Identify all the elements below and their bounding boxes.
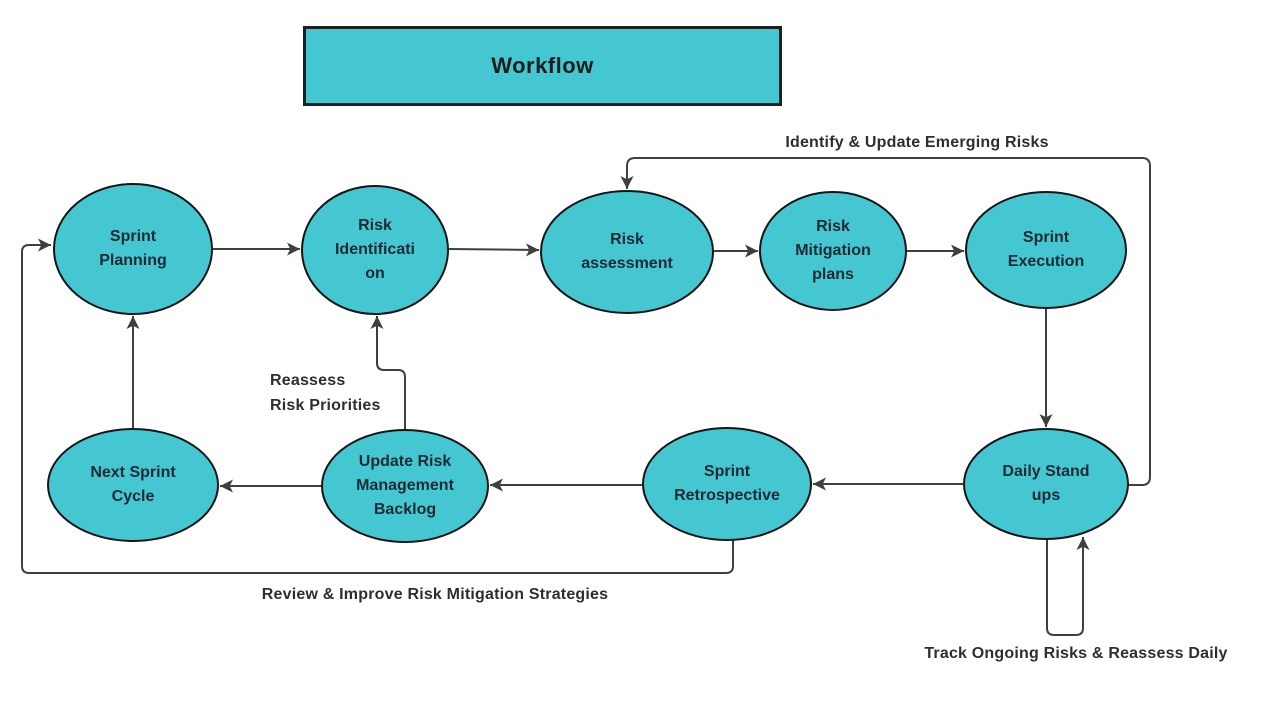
node-risk-identification — [301, 185, 449, 315]
workflow-title-box: Workflow — [303, 26, 782, 106]
workflow-title: Workflow — [491, 53, 594, 78]
edge-label-track-ongoing-risks: Track Ongoing Risks & Reassess Daily — [924, 645, 1228, 662]
node-update-risk-management-backlog — [321, 429, 489, 543]
edge-reassess-risk-priorities — [370, 316, 406, 429]
edge-label-reassess-risk-priorities: Reassess Risk Priorities — [270, 372, 381, 414]
node-risk-mitigation-plans — [759, 191, 907, 311]
edge-risk-identification-to-risk-assessment — [448, 243, 540, 257]
edge-label-review-improve-risk-mitigation: Review & Improve Risk Mitigation Strateg… — [261, 586, 609, 603]
node-sprint-planning — [53, 183, 213, 315]
edge-review-improve-risk-mitigation — [21, 238, 734, 574]
node-sprint-retrospective — [642, 427, 812, 541]
node-next-sprint-cycle — [47, 428, 219, 542]
node-sprint-execution — [965, 191, 1127, 309]
edge-label-identify-update-emerging-risks: Identify & Update Emerging Risks — [785, 134, 1049, 151]
edge-identify-update-emerging-risks — [620, 157, 1151, 486]
node-daily-stand-ups — [963, 428, 1129, 540]
edge-track-ongoing-risks-self-loop — [1046, 537, 1090, 636]
node-risk-assessment — [540, 190, 714, 314]
